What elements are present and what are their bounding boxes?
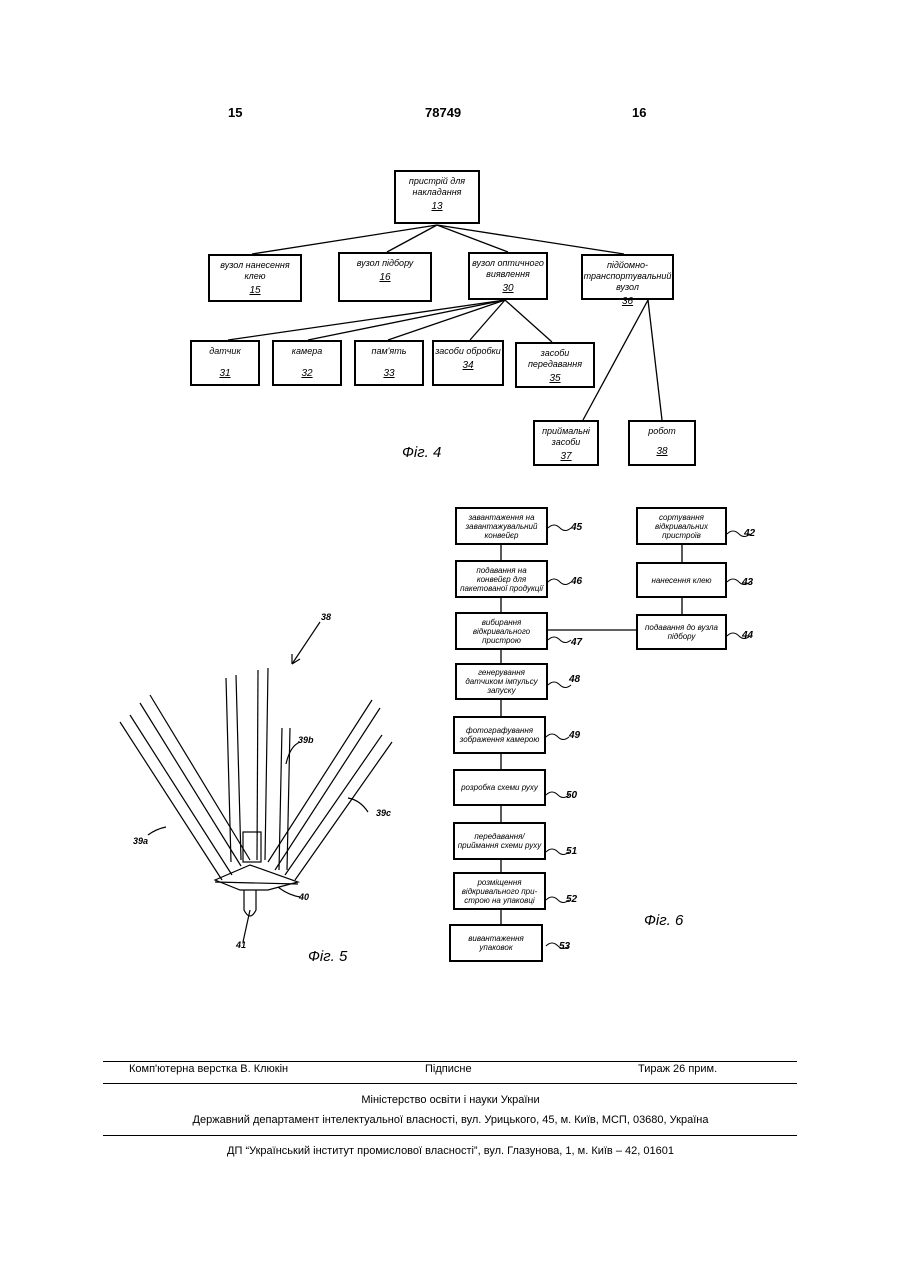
fig6-step-49: фотографування зображення камерою xyxy=(453,716,546,754)
box-text: засоби передавання xyxy=(528,348,582,369)
fig5-caption: Фіг. 5 xyxy=(308,948,347,965)
footer-department: Державний департамент інтелектуальної вл… xyxy=(0,1114,901,1126)
footer-signed: Підписне xyxy=(425,1063,472,1075)
fig4-root-box: пристрій для накладання 13 xyxy=(394,170,480,224)
footer-rule-bottom xyxy=(103,1135,797,1136)
fig6-step-46: подавання на конвейєр для пакетованої пр… xyxy=(455,560,548,598)
fig6-num-47: 47 xyxy=(571,637,582,648)
box-number: 36 xyxy=(583,296,672,307)
fig5-ref-39b: 39b xyxy=(298,735,314,745)
fig6-num-50: 50 xyxy=(566,790,577,801)
fig6-step-51: передавання/ приймання схеми руху xyxy=(453,822,546,860)
box-number: 35 xyxy=(517,373,593,384)
fig6-caption: Фіг. 6 xyxy=(644,912,683,929)
footer-typesetting: Комп'ютерна верстка В. Клюкін xyxy=(129,1063,288,1075)
fig6-num-51: 51 xyxy=(566,846,577,857)
box-text: робот xyxy=(648,426,676,436)
fig5-ref-39a: 39a xyxy=(133,836,148,846)
box-text: приймальні засоби xyxy=(542,426,590,447)
fig4-node-30: вузол оптичного виявлення 30 xyxy=(468,252,548,300)
fig6-step-47: вибирання відкривального пристрою xyxy=(455,612,548,650)
fig4-node-34: засоби обробки 34 xyxy=(432,340,504,386)
box-number: 31 xyxy=(192,368,258,379)
fig6-num-53: 53 xyxy=(559,941,570,952)
box-number: 37 xyxy=(535,451,597,462)
fig4-node-15: вузол нанесення клею 15 xyxy=(208,254,302,302)
fig6-num-44: 44 xyxy=(742,630,753,641)
fig6-step-45: завантаження на завантажувальний конвейє… xyxy=(455,507,548,545)
box-text: вузол підбору xyxy=(357,258,414,268)
fig5-ref-38: 38 xyxy=(321,612,331,622)
fig6-step-52: розміщення відкривального при-строю на у… xyxy=(453,872,546,910)
fig6-num-48: 48 xyxy=(569,674,580,685)
box-number: 32 xyxy=(274,368,340,379)
fig4-caption: Фіг. 4 xyxy=(402,444,441,461)
fig4-node-35: засоби передавання 35 xyxy=(515,342,595,388)
box-text: пристрій для накладання xyxy=(409,176,465,197)
fig6-step-53: вивантаження упаковок xyxy=(449,924,543,962)
fig6-step-44: подавання до вузла підбору xyxy=(636,614,727,650)
fig6-step-43: нанесення клею xyxy=(636,562,727,598)
fig6-num-42: 42 xyxy=(744,528,755,539)
box-number: 33 xyxy=(356,368,422,379)
box-text: підйомно-транспортувальний вузол xyxy=(584,260,672,292)
fig6-num-49: 49 xyxy=(569,730,580,741)
fig4-node-36: підйомно-транспортувальний вузол 36 xyxy=(581,254,674,300)
box-number: 15 xyxy=(210,285,300,296)
fig5-drawing xyxy=(120,622,392,942)
fig5-ref-41: 41 xyxy=(236,940,246,950)
footer-circulation: Тираж 26 прим. xyxy=(638,1063,717,1075)
footer-rule-middle xyxy=(103,1083,797,1084)
box-text: пам'ять xyxy=(372,346,407,356)
box-text: вузол оптичного виявлення xyxy=(472,258,544,279)
fig6-num-45: 45 xyxy=(571,522,582,533)
box-number: 13 xyxy=(396,201,478,212)
box-number: 34 xyxy=(434,360,502,371)
box-text: датчик xyxy=(209,346,240,356)
fig4-node-33: пам'ять 33 xyxy=(354,340,424,386)
fig6-step-50: розробка схеми руху xyxy=(453,769,546,806)
box-text: камера xyxy=(292,346,322,356)
fig5-ref-39c: 39c xyxy=(376,808,391,818)
fig6-num-46: 46 xyxy=(571,576,582,587)
fig6-num-43: 43 xyxy=(742,577,753,588)
footer-institute: ДП “Український інститут промислової вла… xyxy=(0,1145,901,1157)
footer-ministry: Міністерство освіти і науки України xyxy=(0,1094,901,1106)
fig4-node-32: камера 32 xyxy=(272,340,342,386)
box-text: вузол нанесення клею xyxy=(220,260,289,281)
fig6-num-52: 52 xyxy=(566,894,577,905)
box-number: 16 xyxy=(340,272,430,283)
fig4-node-31: датчик 31 xyxy=(190,340,260,386)
fig5-ref-40: 40 xyxy=(299,892,309,902)
fig6-step-42: сортування відкривальних пристроїв xyxy=(636,507,727,545)
box-text: засоби обробки xyxy=(435,346,501,356)
fig4-node-38: робот 38 xyxy=(628,420,696,466)
fig4-node-16: вузол підбору 16 xyxy=(338,252,432,302)
fig4-node-37: приймальні засоби 37 xyxy=(533,420,599,466)
box-number: 30 xyxy=(470,283,546,294)
footer-rule-top xyxy=(103,1061,797,1062)
fig6-step-48: генерування датчиком імпульсу запуску xyxy=(455,663,548,700)
box-number: 38 xyxy=(630,446,694,457)
